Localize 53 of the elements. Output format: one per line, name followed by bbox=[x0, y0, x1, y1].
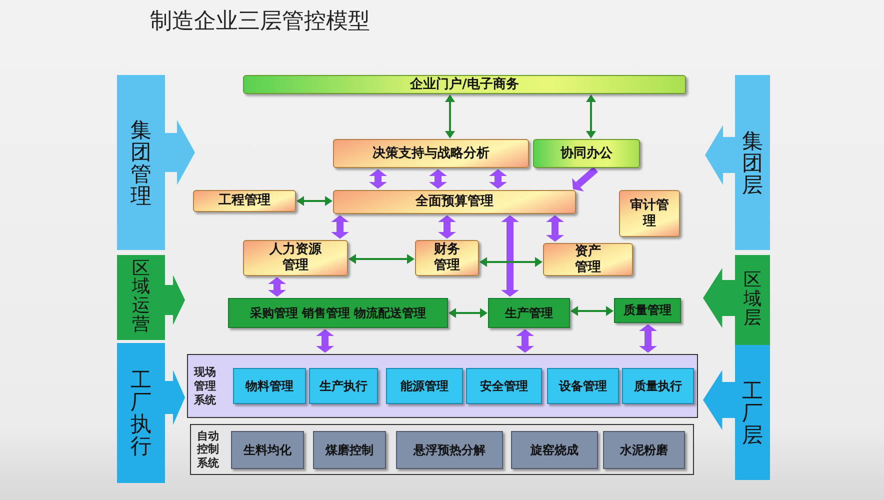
process-box: 人力资源管理 bbox=[243, 240, 348, 276]
process-box: 全面预算管理 bbox=[333, 190, 576, 214]
arrow bbox=[445, 94, 455, 138]
process-box: 决策支持与战略分析 bbox=[333, 139, 529, 168]
process-box: 物料管理 bbox=[233, 368, 306, 404]
arrow bbox=[586, 94, 596, 138]
layer-label: 集团层 bbox=[741, 129, 764, 196]
panel-label: 自动控制系统 bbox=[197, 428, 220, 470]
panel-label: 现场管理系统 bbox=[194, 365, 217, 407]
process-box: 旋窑烧成 bbox=[511, 431, 598, 469]
process-box: 能源管理 bbox=[386, 368, 463, 404]
arrow bbox=[296, 196, 332, 206]
process-box: 悬浮预热分解 bbox=[396, 431, 503, 469]
title: 制造企业三层管控模型 bbox=[150, 8, 370, 36]
arrow bbox=[639, 324, 657, 353]
process-box: 审计管理 bbox=[619, 190, 680, 237]
layer-label: 集团管理 bbox=[130, 118, 152, 207]
process-box: 企业门户/电子商务 bbox=[243, 75, 686, 94]
arrow bbox=[546, 215, 564, 242]
process-box: 水泥粉磨 bbox=[603, 431, 685, 469]
arrow bbox=[331, 215, 349, 239]
arrow bbox=[516, 329, 534, 353]
arrow bbox=[489, 169, 507, 189]
process-box: 质量管理 bbox=[614, 298, 681, 323]
process-box: 生料均化 bbox=[231, 431, 304, 469]
arrow bbox=[572, 166, 598, 192]
process-box: 生产执行 bbox=[309, 368, 378, 404]
layer-label: 区域层 bbox=[742, 272, 762, 328]
process-box: 质量执行 bbox=[622, 368, 694, 404]
process-box: 生产管理 bbox=[488, 298, 570, 328]
arrow bbox=[316, 329, 334, 353]
arrow bbox=[268, 277, 286, 297]
process-box: 采购管理 销售管理 物流配送管理 bbox=[228, 298, 448, 328]
layer-label: 工厂执行 bbox=[130, 368, 152, 458]
system-panel bbox=[187, 354, 698, 418]
arrow bbox=[480, 257, 542, 267]
arrow bbox=[348, 254, 414, 264]
system-panel bbox=[190, 424, 694, 475]
process-box: 煤磨控制 bbox=[313, 431, 386, 469]
arrow bbox=[369, 169, 387, 189]
arrow bbox=[438, 215, 456, 239]
layer-label: 工厂层 bbox=[741, 379, 764, 446]
layer-label: 区域运营 bbox=[131, 260, 151, 336]
process-box: 财务管理 bbox=[415, 240, 479, 276]
process-box: 协同办公 bbox=[533, 139, 640, 168]
process-box: 工程管理 bbox=[193, 190, 296, 212]
process-box: 安全管理 bbox=[466, 368, 542, 404]
process-box: 设备管理 bbox=[547, 368, 619, 404]
arrow bbox=[429, 169, 447, 189]
arrow bbox=[501, 215, 519, 297]
arrow bbox=[448, 308, 488, 318]
process-box: 资产管理 bbox=[543, 243, 633, 276]
arrow bbox=[570, 306, 614, 316]
